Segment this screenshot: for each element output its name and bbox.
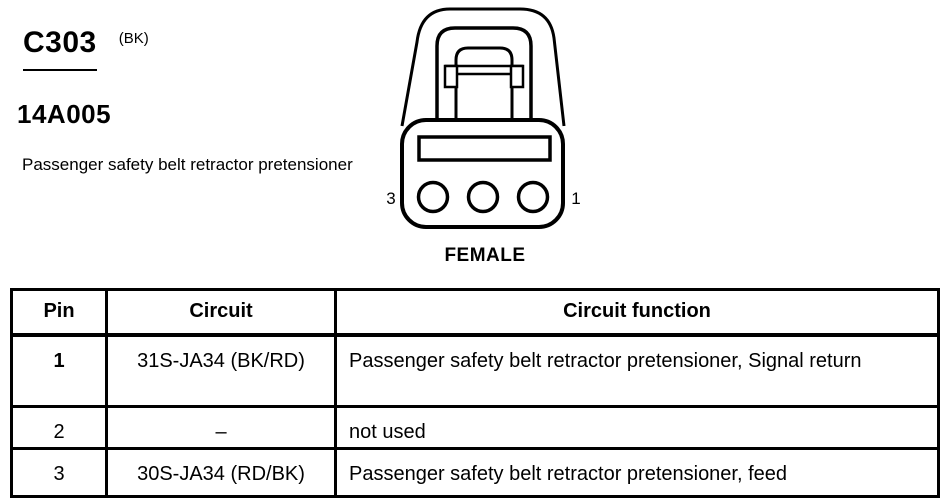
pinout-table: Pin Circuit Circuit function 1 31S-JA34 … xyxy=(10,288,940,498)
pin-cell: 2 xyxy=(10,405,108,450)
connector-drawing: 3 1 xyxy=(386,7,581,229)
connector-latch xyxy=(454,46,514,126)
connector-id: C303 xyxy=(23,26,97,71)
connector-color-code: (BK) xyxy=(118,30,149,47)
pin-cavity-2 xyxy=(466,180,500,214)
latch-tab-right xyxy=(509,64,525,89)
circuit-cell: – xyxy=(105,405,337,450)
pin-cell: 3 xyxy=(10,447,108,498)
part-number: 14A005 xyxy=(17,99,112,129)
connector-outer-housing xyxy=(400,7,566,127)
table-row: 3 30S-JA34 (RD/BK) Passenger safety belt… xyxy=(10,447,940,498)
header: C303 (BK) xyxy=(23,26,149,71)
circuit-function-cell: Passenger safety belt retractor pretensi… xyxy=(334,447,940,498)
table-row: 1 31S-JA34 (BK/RD) Passenger safety belt… xyxy=(10,333,940,408)
circuit-function-cell: Passenger safety belt retractor pretensi… xyxy=(334,333,940,408)
circuit-cell: 30S-JA34 (RD/BK) xyxy=(105,447,337,498)
pin-cell: 1 xyxy=(10,333,108,408)
column-header-circuit: Circuit xyxy=(105,288,337,337)
column-header-pin: Pin xyxy=(10,288,108,337)
table-header-row: Pin Circuit Circuit function xyxy=(10,288,940,337)
latch-tab-left xyxy=(443,64,459,89)
column-header-circuit-function: Circuit function xyxy=(334,288,940,337)
pin-number-right: 1 xyxy=(571,189,580,208)
pin-number-left: 3 xyxy=(386,189,395,208)
circuit-function-cell: not used xyxy=(334,405,940,450)
pin-cavity-1 xyxy=(516,180,550,214)
circuit-cell: 31S-JA34 (BK/RD) xyxy=(105,333,337,408)
connector-keyway-slot xyxy=(417,135,552,162)
connector-description: Passenger safety belt retractor pretensi… xyxy=(22,155,353,174)
table-row: 2 – not used xyxy=(10,405,940,450)
pin-cavity-3 xyxy=(416,180,450,214)
connector-gender-label: FEMALE xyxy=(444,245,526,266)
